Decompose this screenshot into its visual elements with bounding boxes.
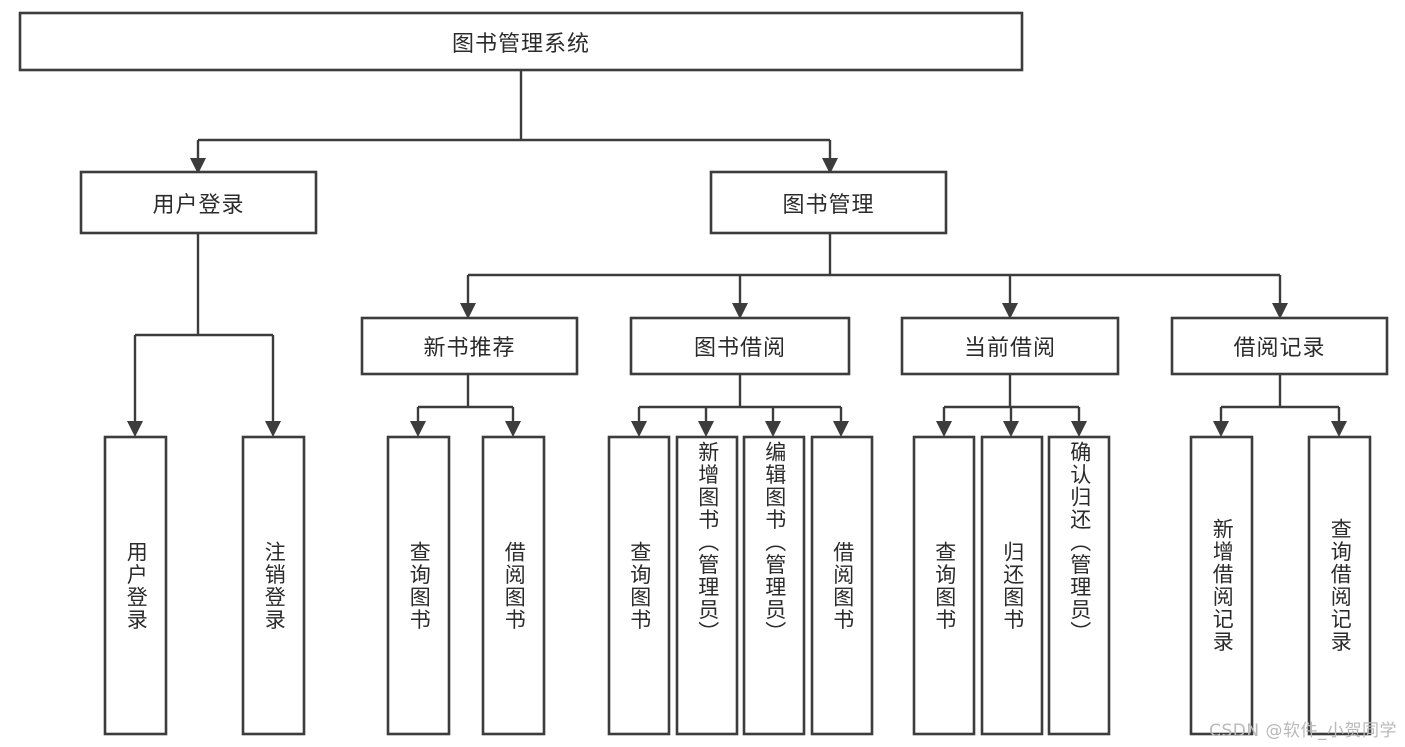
- node-leaf-borrow-book-2[interactable]: [810, 435, 874, 736]
- node-leaf-return-book[interactable]: [980, 435, 1044, 736]
- node-user-login[interactable]: [79, 170, 318, 235]
- node-borrow-record[interactable]: [1170, 316, 1389, 376]
- connector-borrowrecord-to-leaves: [1213, 374, 1347, 437]
- node-leaf-query-record[interactable]: [1307, 435, 1372, 736]
- node-leaf-query-book-1[interactable]: [386, 435, 451, 736]
- node-book-management[interactable]: [709, 170, 948, 235]
- node-new-book-recommend[interactable]: [360, 316, 579, 376]
- node-leaf-confirm-return[interactable]: [1047, 435, 1111, 736]
- node-leaf-user-login[interactable]: [103, 435, 168, 736]
- node-current-borrow[interactable]: [900, 316, 1120, 376]
- node-leaf-query-book-2[interactable]: [607, 435, 671, 736]
- node-book-borrow[interactable]: [629, 316, 851, 376]
- node-leaf-user-logout[interactable]: [241, 435, 306, 736]
- node-leaf-add-book[interactable]: [675, 435, 739, 736]
- connector-newbook-to-leaves: [410, 374, 521, 437]
- node-leaf-query-book-3[interactable]: [912, 435, 976, 736]
- connector-currentborrow-to-leaves: [936, 374, 1087, 437]
- node-root-book-management-system[interactable]: [18, 11, 1024, 72]
- connector-bookborrow-to-leaves: [631, 374, 849, 437]
- node-leaf-add-record[interactable]: [1189, 435, 1254, 736]
- connector-root-to-level2: [190, 70, 838, 174]
- connector-bookmgmt-to-level3: [460, 233, 1288, 319]
- node-leaf-edit-book[interactable]: [742, 435, 806, 736]
- connector-userlogin-to-leaves: [127, 233, 281, 437]
- node-leaf-borrow-book-1[interactable]: [481, 435, 546, 736]
